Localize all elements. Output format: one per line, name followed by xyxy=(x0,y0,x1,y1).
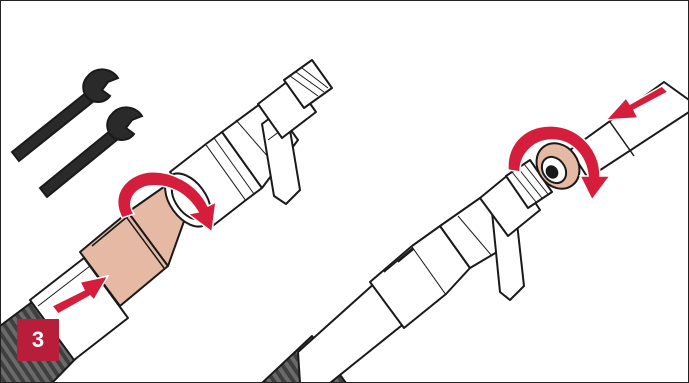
rotate-arrow-icon xyxy=(507,125,612,202)
wrench-icon xyxy=(10,68,120,163)
push-arrow-icon xyxy=(50,274,110,315)
rotate-arrow-icon xyxy=(116,171,217,234)
wrench-icon xyxy=(38,106,144,199)
step-number-badge: 3 xyxy=(31,327,45,352)
right-valve-assembly xyxy=(261,81,689,383)
push-arrow-icon xyxy=(604,85,670,121)
step-badge-background xyxy=(17,319,59,361)
